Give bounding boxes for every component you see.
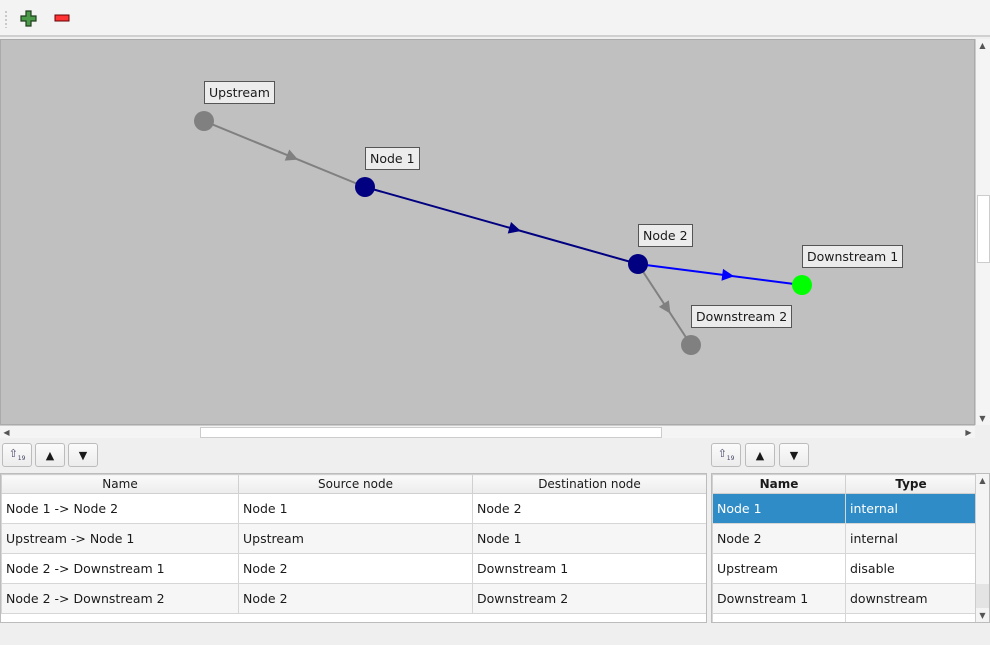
column-header-type[interactable]: Type <box>845 474 977 494</box>
vertical-scrollbar[interactable]: ▲ ▼ <box>975 474 989 622</box>
connections-table: Name Source node Destination node Node 1… <box>0 473 707 623</box>
edge-arrow-icon <box>721 268 735 281</box>
graph-edge[interactable] <box>364 186 639 265</box>
scroll-thumb[interactable] <box>200 427 662 438</box>
column-header-name[interactable]: Name <box>712 474 846 494</box>
node-label[interactable]: Node 2 <box>638 224 693 247</box>
green-plus-icon <box>20 10 37 27</box>
graph-edge[interactable] <box>203 120 366 188</box>
node-label[interactable]: Node 1 <box>365 147 420 170</box>
table-cell[interactable]: Node 2 -> Downstream 1 <box>1 553 239 584</box>
table-cell[interactable]: Upstream <box>238 523 473 554</box>
table-cell[interactable]: Node 1 <box>238 493 473 524</box>
edge-arrow-icon <box>507 221 521 234</box>
horizontal-scrollbar[interactable]: ◀ ▶ <box>0 425 975 438</box>
table-cell[interactable]: internal <box>845 523 977 554</box>
node-label[interactable]: Downstream 2 <box>691 305 793 328</box>
table-cell[interactable]: downstream <box>845 583 977 614</box>
remove-button[interactable] <box>52 8 74 28</box>
move-up-button[interactable]: ▲ <box>745 443 775 467</box>
move-down-button[interactable]: ▼ <box>68 443 98 467</box>
vertical-scrollbar[interactable]: ▲ ▼ <box>975 39 990 425</box>
graph-node[interactable] <box>355 177 375 197</box>
table-cell[interactable]: Downstream 1 <box>712 583 846 614</box>
sort-button[interactable]: ⇧19 <box>711 443 741 467</box>
column-header-source[interactable]: Source node <box>238 474 473 494</box>
table-cell[interactable] <box>845 613 977 622</box>
table-cell[interactable]: Node 2 <box>712 523 846 554</box>
triangle-up-icon: ▲ <box>755 448 765 462</box>
scroll-up-arrow[interactable]: ▲ <box>979 41 986 50</box>
table-cell[interactable]: disable <box>845 553 977 584</box>
triangle-up-icon: ▲ <box>45 448 55 462</box>
scroll-thumb[interactable] <box>976 584 989 608</box>
red-minus-icon <box>54 14 70 22</box>
graph-node[interactable] <box>792 275 812 295</box>
scroll-down-arrow[interactable]: ▼ <box>979 414 986 423</box>
toolbar-grip[interactable] <box>4 10 8 28</box>
triangle-down-icon: ▼ <box>789 448 799 462</box>
edge-arrow-icon <box>284 149 299 161</box>
table-cell[interactable]: Downstream 2 <box>472 583 706 614</box>
column-header-name[interactable]: Name <box>1 474 239 494</box>
table-cell[interactable]: Node 2 -> Downstream 2 <box>1 583 239 614</box>
sort-button[interactable]: ⇧19 <box>2 443 32 467</box>
triangle-down-icon: ▼ <box>78 448 88 462</box>
table-row[interactable] <box>712 613 977 622</box>
move-down-button[interactable]: ▼ <box>779 443 809 467</box>
scroll-up-arrow[interactable]: ▲ <box>979 476 986 485</box>
graph-node[interactable] <box>681 335 701 355</box>
scroll-left-arrow[interactable]: ◀ <box>3 428 10 437</box>
table-cell[interactable]: Node 1 <box>472 523 706 554</box>
table-cell[interactable] <box>712 613 846 622</box>
sort-icon: ⇧19 <box>8 447 26 463</box>
column-header-destination[interactable]: Destination node <box>472 474 706 494</box>
table-cell[interactable]: Upstream -> Node 1 <box>1 523 239 554</box>
table-cell[interactable]: Node 1 <box>712 493 846 524</box>
table-cell[interactable]: Node 2 <box>472 493 706 524</box>
scroll-thumb[interactable] <box>977 195 990 263</box>
move-up-button[interactable]: ▲ <box>35 443 65 467</box>
table-cell[interactable]: Node 2 <box>238 553 473 584</box>
toolbar <box>0 0 990 37</box>
graph-svg <box>194 111 812 355</box>
graph-node[interactable] <box>628 254 648 274</box>
edge-arrow-icon <box>658 300 671 314</box>
scroll-right-arrow[interactable]: ▶ <box>965 428 972 437</box>
table-cell[interactable]: Node 2 <box>238 583 473 614</box>
graph-edge[interactable] <box>637 263 803 286</box>
graph-node[interactable] <box>194 111 214 131</box>
table-cell[interactable]: internal <box>845 493 977 524</box>
scroll-down-arrow[interactable]: ▼ <box>979 611 986 620</box>
table-cell[interactable]: Downstream 1 <box>472 553 706 584</box>
table-cell[interactable]: Upstream <box>712 553 846 584</box>
table-cell[interactable]: Node 1 -> Node 2 <box>1 493 239 524</box>
add-button[interactable] <box>18 8 40 28</box>
sort-icon: ⇧19 <box>717 447 735 463</box>
node-label[interactable]: Downstream 1 <box>802 245 904 268</box>
node-label[interactable]: Upstream <box>204 81 275 104</box>
